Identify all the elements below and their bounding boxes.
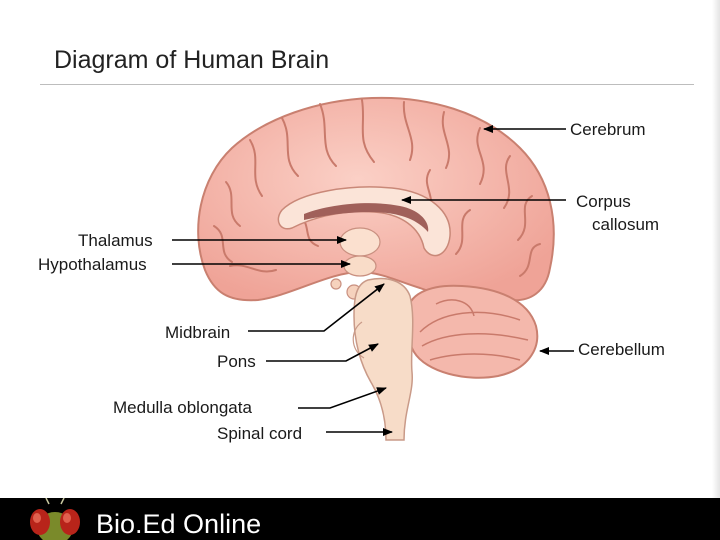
label-hypothalamus: Hypothalamus [38,255,147,275]
optic-shape [331,279,341,289]
brand-text: Bio.Ed Online [96,509,261,540]
footer-bar: Bio.Ed Online [0,498,720,540]
label-cerebellum: Cerebellum [578,340,665,360]
label-thalamus: Thalamus [78,231,153,251]
label-cerebrum: Cerebrum [570,120,646,140]
label-medulla-oblongata: Medulla oblongata [113,398,252,418]
hypothalamus-shape [344,256,376,276]
label-corpus-callosum-line2: callosum [592,215,659,235]
thalamus-shape [340,228,380,256]
label-midbrain: Midbrain [165,323,230,343]
brainstem-shape [354,279,413,440]
label-corpus-callosum-line1: Corpus [576,192,631,212]
fruit-fly-head-icon [22,498,88,540]
label-spinal-cord: Spinal cord [217,424,302,444]
label-pons: Pons [217,352,256,372]
